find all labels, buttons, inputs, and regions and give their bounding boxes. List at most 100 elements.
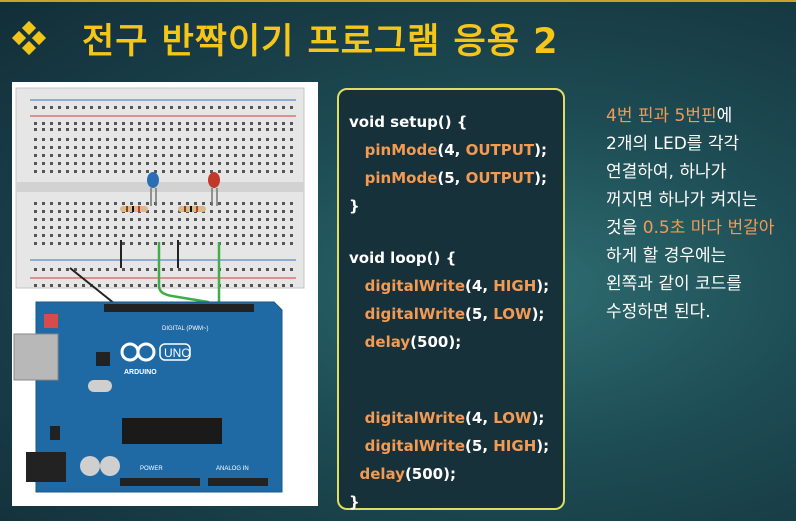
breadboard-hole [226,154,229,157]
breadboard-hole [98,210,101,213]
breadboard-hole [266,268,269,271]
breadboard-hole [74,122,77,125]
breadboard-hole [50,202,53,205]
breadboard-hole [122,128,125,131]
breadboard-hole [34,146,37,149]
code-line: delay(500); [359,465,456,483]
breadboard-hole [90,268,93,271]
breadboard-hole [90,122,93,125]
breadboard-hole [266,234,269,237]
breadboard-hole [274,268,277,271]
breadboard-hole [282,218,285,221]
breadboard-hole [90,138,93,141]
breadboard-hole [74,106,77,109]
breadboard-hole [154,128,157,131]
breadboard-hole [138,162,141,165]
breadboard-hole [106,106,109,109]
breadboard-hole [290,284,293,287]
led-blue [147,172,159,206]
svg-text:DIGITAL (PWM~): DIGITAL (PWM~) [162,326,209,332]
breadboard-hole [122,234,125,237]
breadboard-hole [186,106,189,109]
breadboard-hole [42,226,45,229]
breadboard-hole [162,122,165,125]
breadboard-hole [162,154,165,157]
breadboard-hole [74,218,77,221]
breadboard-hole [130,122,133,125]
breadboard-hole [66,170,69,173]
breadboard-hole [218,154,221,157]
breadboard-hole [114,210,117,213]
breadboard-hole [122,202,125,205]
breadboard-hole [58,218,61,221]
breadboard-hole [274,128,277,131]
breadboard-hole [290,234,293,237]
slide-title: 전구 반짝이기 프로그램 응용 2 [82,21,559,62]
breadboard-hole [234,202,237,205]
breadboard-hole [114,234,117,237]
breadboard-hole [218,122,221,125]
breadboard-hole [138,138,141,141]
code-line [349,380,563,404]
breadboard-hole [194,128,197,131]
breadboard-hole [194,234,197,237]
breadboard-hole [258,284,261,287]
breadboard-hole [42,146,45,149]
breadboard-hole [258,128,261,131]
breadboard-hole [290,146,293,149]
breadboard-hole [202,202,205,205]
breadboard-hole [42,138,45,141]
breadboard-hole [146,162,149,165]
breadboard-hole [90,210,93,213]
breadboard-hole [162,138,165,141]
breadboard-hole [226,138,229,141]
breadboard-hole [34,128,37,131]
code-line: pinMode(5, OUTPUT); [364,169,548,187]
breadboard-hole [138,170,141,173]
breadboard-hole [258,162,261,165]
breadboard-hole [226,202,229,205]
breadboard-hole [274,106,277,109]
breadboard-hole [130,128,133,131]
description-line: 연결하여, 하나가 [606,162,727,182]
breadboard-hole [210,170,213,173]
breadboard-hole [258,106,261,109]
breadboard-hole [58,268,61,271]
breadboard-hole [162,202,165,205]
breadboard-hole [218,146,221,149]
breadboard-hole [290,210,293,213]
breadboard-hole [170,146,173,149]
breadboard-hole [282,162,285,165]
breadboard-hole [210,268,213,271]
breadboard-hole [170,106,173,109]
breadboard-hole [130,170,133,173]
breadboard-hole [186,218,189,221]
breadboard-hole [82,284,85,287]
breadboard-hole [106,146,109,149]
breadboard-hole [106,242,109,245]
breadboard-hole [178,202,181,205]
breadboard-hole [290,170,293,173]
breadboard-hole [146,138,149,141]
breadboard-hole [106,138,109,141]
breadboard-hole [138,128,141,131]
breadboard-hole [290,242,293,245]
breadboard-hole [66,122,69,125]
breadboard-hole [242,106,245,109]
breadboard-hole [106,218,109,221]
breadboard-hole [186,154,189,157]
breadboard-hole [154,154,157,157]
breadboard-hole [82,226,85,229]
arduino-uno-board: ARDUINO UNO DIGITAL (PWM~) POWER ANALOG … [13,301,283,493]
breadboard-hole [50,218,53,221]
breadboard-hole [202,122,205,125]
breadboard-hole [50,154,53,157]
breadboard-hole [34,234,37,237]
breadboard-hole [42,202,45,205]
breadboard-hole [98,146,101,149]
breadboard-hole [250,202,253,205]
breadboard-hole [258,154,261,157]
breadboard-hole [74,242,77,245]
breadboard-hole [130,218,133,221]
breadboard-hole [234,242,237,245]
